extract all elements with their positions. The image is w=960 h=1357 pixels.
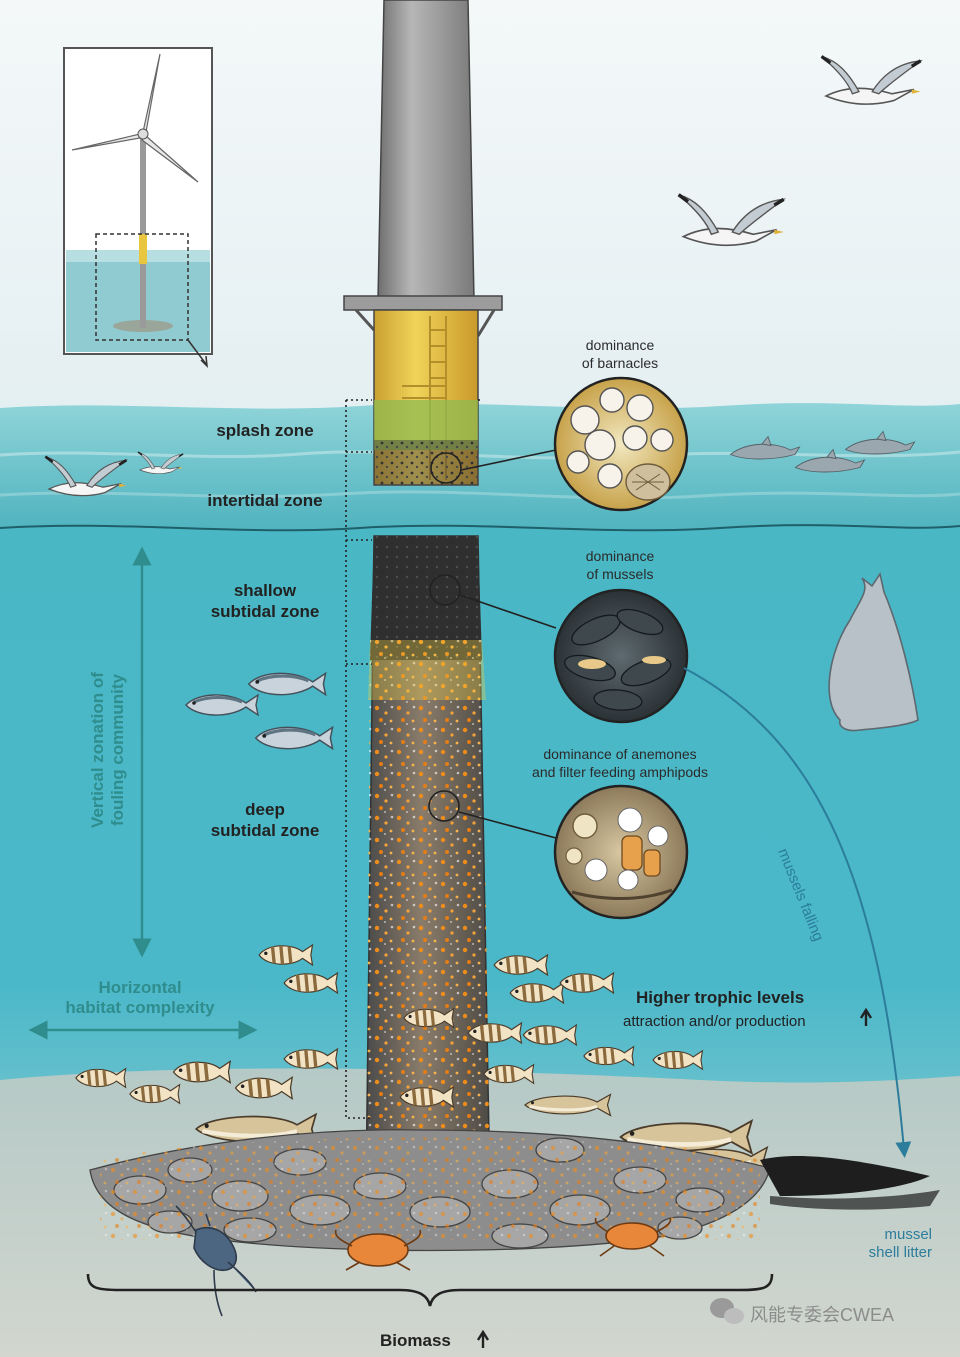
biomass-up-arrow: [476, 1329, 490, 1348]
trophic-subtitle: attraction and/or production: [623, 1013, 806, 1030]
anemones-label-line1: dominance of anemones: [543, 746, 697, 762]
splash-zone-label: splash zone: [216, 421, 314, 440]
biomass-label: Biomass: [380, 1331, 451, 1350]
scour-protection-rocks: [89, 1129, 771, 1252]
turbine-inset: [63, 47, 213, 369]
crab-icon: [334, 1229, 422, 1271]
vertical-zonation-label-line2: fouling community: [108, 673, 127, 827]
mussels-falling-arrow: [683, 667, 912, 1158]
trophic-up-arrow: [859, 1007, 873, 1026]
lobster-icon: [175, 1205, 257, 1317]
callout-barnacles: [430, 376, 689, 512]
seal-icon: [828, 571, 919, 732]
mussels-label-line1: dominance: [585, 548, 655, 564]
barnacles-label-line1: dominance: [585, 337, 655, 353]
biomass-brace: [86, 1273, 774, 1307]
callout-mussels: [429, 574, 689, 724]
deep-zone-label-line2: subtidal zone: [210, 821, 320, 840]
turbine-tower: [343, 0, 503, 1193]
barnacles-label-line2: of barnacles: [581, 355, 659, 371]
horizontal-habitat-label-line1: Horizontal: [98, 978, 182, 997]
mussel-litter-label-line1: mussel: [884, 1226, 932, 1243]
intertidal-zone-label: intertidal zone: [207, 491, 323, 510]
horizontal-habitat-label: Horizontal habitat complexity: [40, 978, 240, 1018]
mussel-litter-label-line2: shell litter: [868, 1244, 932, 1261]
callout-anemones: [428, 784, 689, 920]
vertical-zonation-label: Vertical zonation of fouling community: [88, 630, 128, 870]
shallow-zone-label-line2: subtidal zone: [210, 602, 320, 621]
trophic-title: Higher trophic levels: [636, 988, 805, 1007]
zone-bracket: [345, 399, 480, 1119]
horizontal-habitat-label-line2: habitat complexity: [65, 998, 215, 1017]
vertical-zonation-label-line1: Vertical zonation of: [88, 672, 107, 828]
crab-icon: [594, 1217, 672, 1257]
anemones-label-line2: and filter feeding amphipods: [532, 764, 708, 780]
mussels-label-line2: of mussels: [586, 566, 654, 582]
shell-litter: [760, 1155, 940, 1210]
deep-zone-label-line1: deep: [245, 800, 285, 819]
watermark-text: 风能专委会CWEA: [750, 1305, 894, 1325]
shallow-zone-label-line1: shallow: [233, 581, 297, 600]
wechat-icon: [710, 1298, 744, 1324]
